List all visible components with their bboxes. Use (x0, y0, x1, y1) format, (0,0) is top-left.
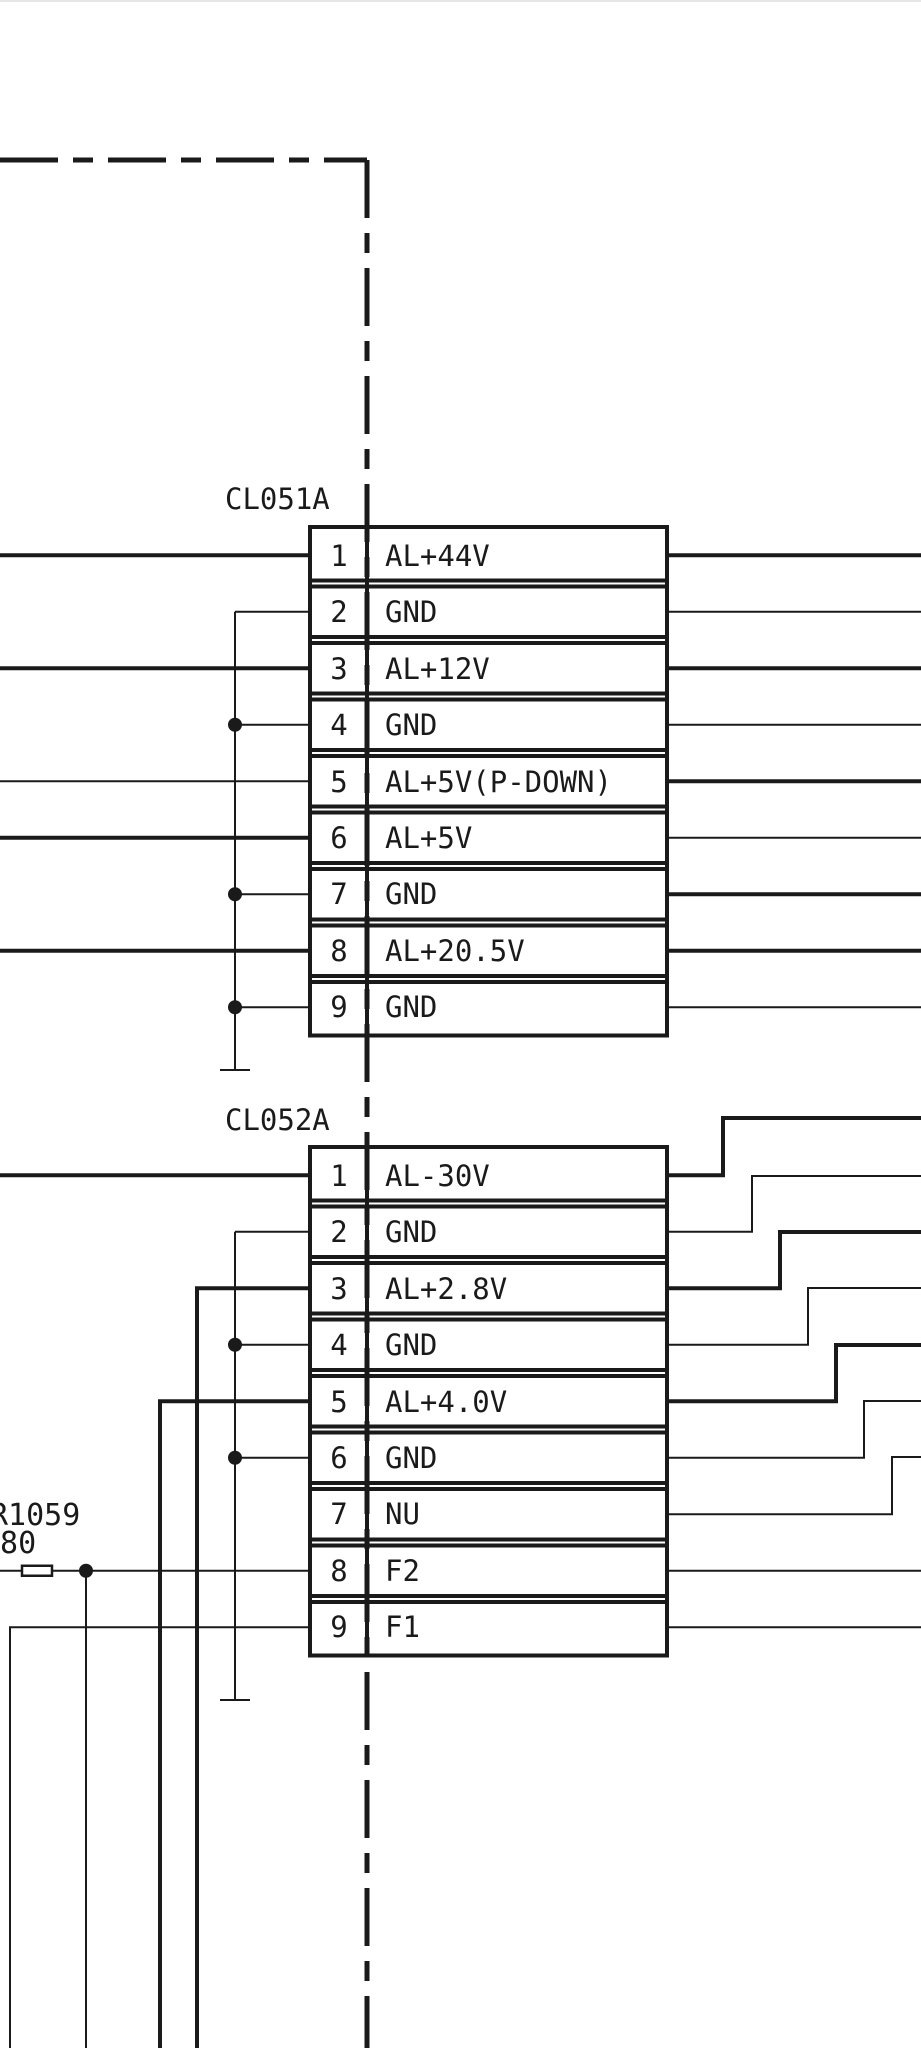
junction-dot (228, 887, 242, 902)
right-wire (667, 1230, 921, 1291)
right-wire (667, 1456, 921, 1516)
pin-signal: F2 (385, 1554, 420, 1588)
pin-signal: AL+20.5V (385, 934, 525, 968)
junction-dot (228, 1000, 242, 1015)
pin-number: 3 (330, 1272, 347, 1306)
pin-number: 3 (330, 652, 347, 686)
pin-number: 9 (330, 990, 347, 1024)
pin-signal: AL+5V (385, 821, 472, 855)
right-wire (667, 1287, 921, 1346)
pin-signal: AL+2.8V (385, 1272, 507, 1306)
resistor-value-label: 680 (0, 1526, 36, 1561)
left-wire (195, 1286, 310, 2048)
right-wire (667, 1116, 921, 1178)
pin-signal: F1 (385, 1610, 420, 1644)
connector-label-cl052a: CL052A (225, 1103, 330, 1137)
connector-grid (308, 525, 669, 1658)
resistor-r1059 (20, 1564, 54, 1577)
pin-number: 8 (330, 1554, 347, 1588)
pin-number: 9 (330, 1610, 347, 1644)
pin-number: 7 (330, 877, 347, 911)
left-wire (9, 1626, 310, 2048)
pin-number: 5 (330, 765, 347, 799)
junction-dot (228, 717, 242, 732)
pin-number: 2 (330, 1215, 347, 1249)
pin-number: 1 (330, 1159, 347, 1193)
resistor-ref-label: R1059 (0, 1498, 80, 1533)
pin-signal: NU (385, 1497, 420, 1531)
pin-number: 6 (330, 821, 347, 855)
junction-dot (228, 1450, 242, 1465)
connector-label-cl051a: CL051A (225, 482, 330, 516)
pin-signal: GND (385, 1328, 437, 1362)
right-wire (667, 1343, 921, 1404)
pin-number: 7 (330, 1497, 347, 1531)
cl052a-pin-labels: 1 AL-30V 2 GND 3 AL+2.8V 4 GND 5 AL+4.0V… (330, 1159, 507, 1644)
pin-signal: GND (385, 708, 437, 742)
pin-signal: GND (385, 1215, 437, 1249)
pin-signal: AL+4.0V (385, 1385, 507, 1419)
pin-number: 4 (330, 708, 347, 742)
pin-signal: GND (385, 595, 437, 629)
left-wire (158, 1399, 310, 2048)
pin-signal: AL-30V (385, 1159, 490, 1193)
pin-signal: AL+5V(P-DOWN) (385, 765, 612, 799)
cl051a-pin-labels: 1 AL+44V 2 GND 3 AL+12V 4 GND 5 AL+5V(P-… (330, 539, 612, 1024)
pin-number: 1 (330, 539, 347, 573)
pin-number: 6 (330, 1441, 347, 1475)
pin-number: 8 (330, 934, 347, 968)
pin-number: 2 (330, 595, 347, 629)
right-wire (667, 1400, 921, 1459)
pin-signal: AL+12V (385, 652, 490, 686)
junction-dot (228, 1337, 242, 1352)
pin-signal: AL+44V (385, 539, 490, 573)
wiring (0, 553, 921, 2048)
pin-signal: GND (385, 877, 437, 911)
right-wire (667, 1175, 921, 1233)
pin-number: 4 (330, 1328, 347, 1362)
pin-signal: GND (385, 990, 437, 1024)
pin-signal: GND (385, 1441, 437, 1475)
pin-number: 5 (330, 1385, 347, 1419)
board-boundary (0, 157, 370, 2048)
